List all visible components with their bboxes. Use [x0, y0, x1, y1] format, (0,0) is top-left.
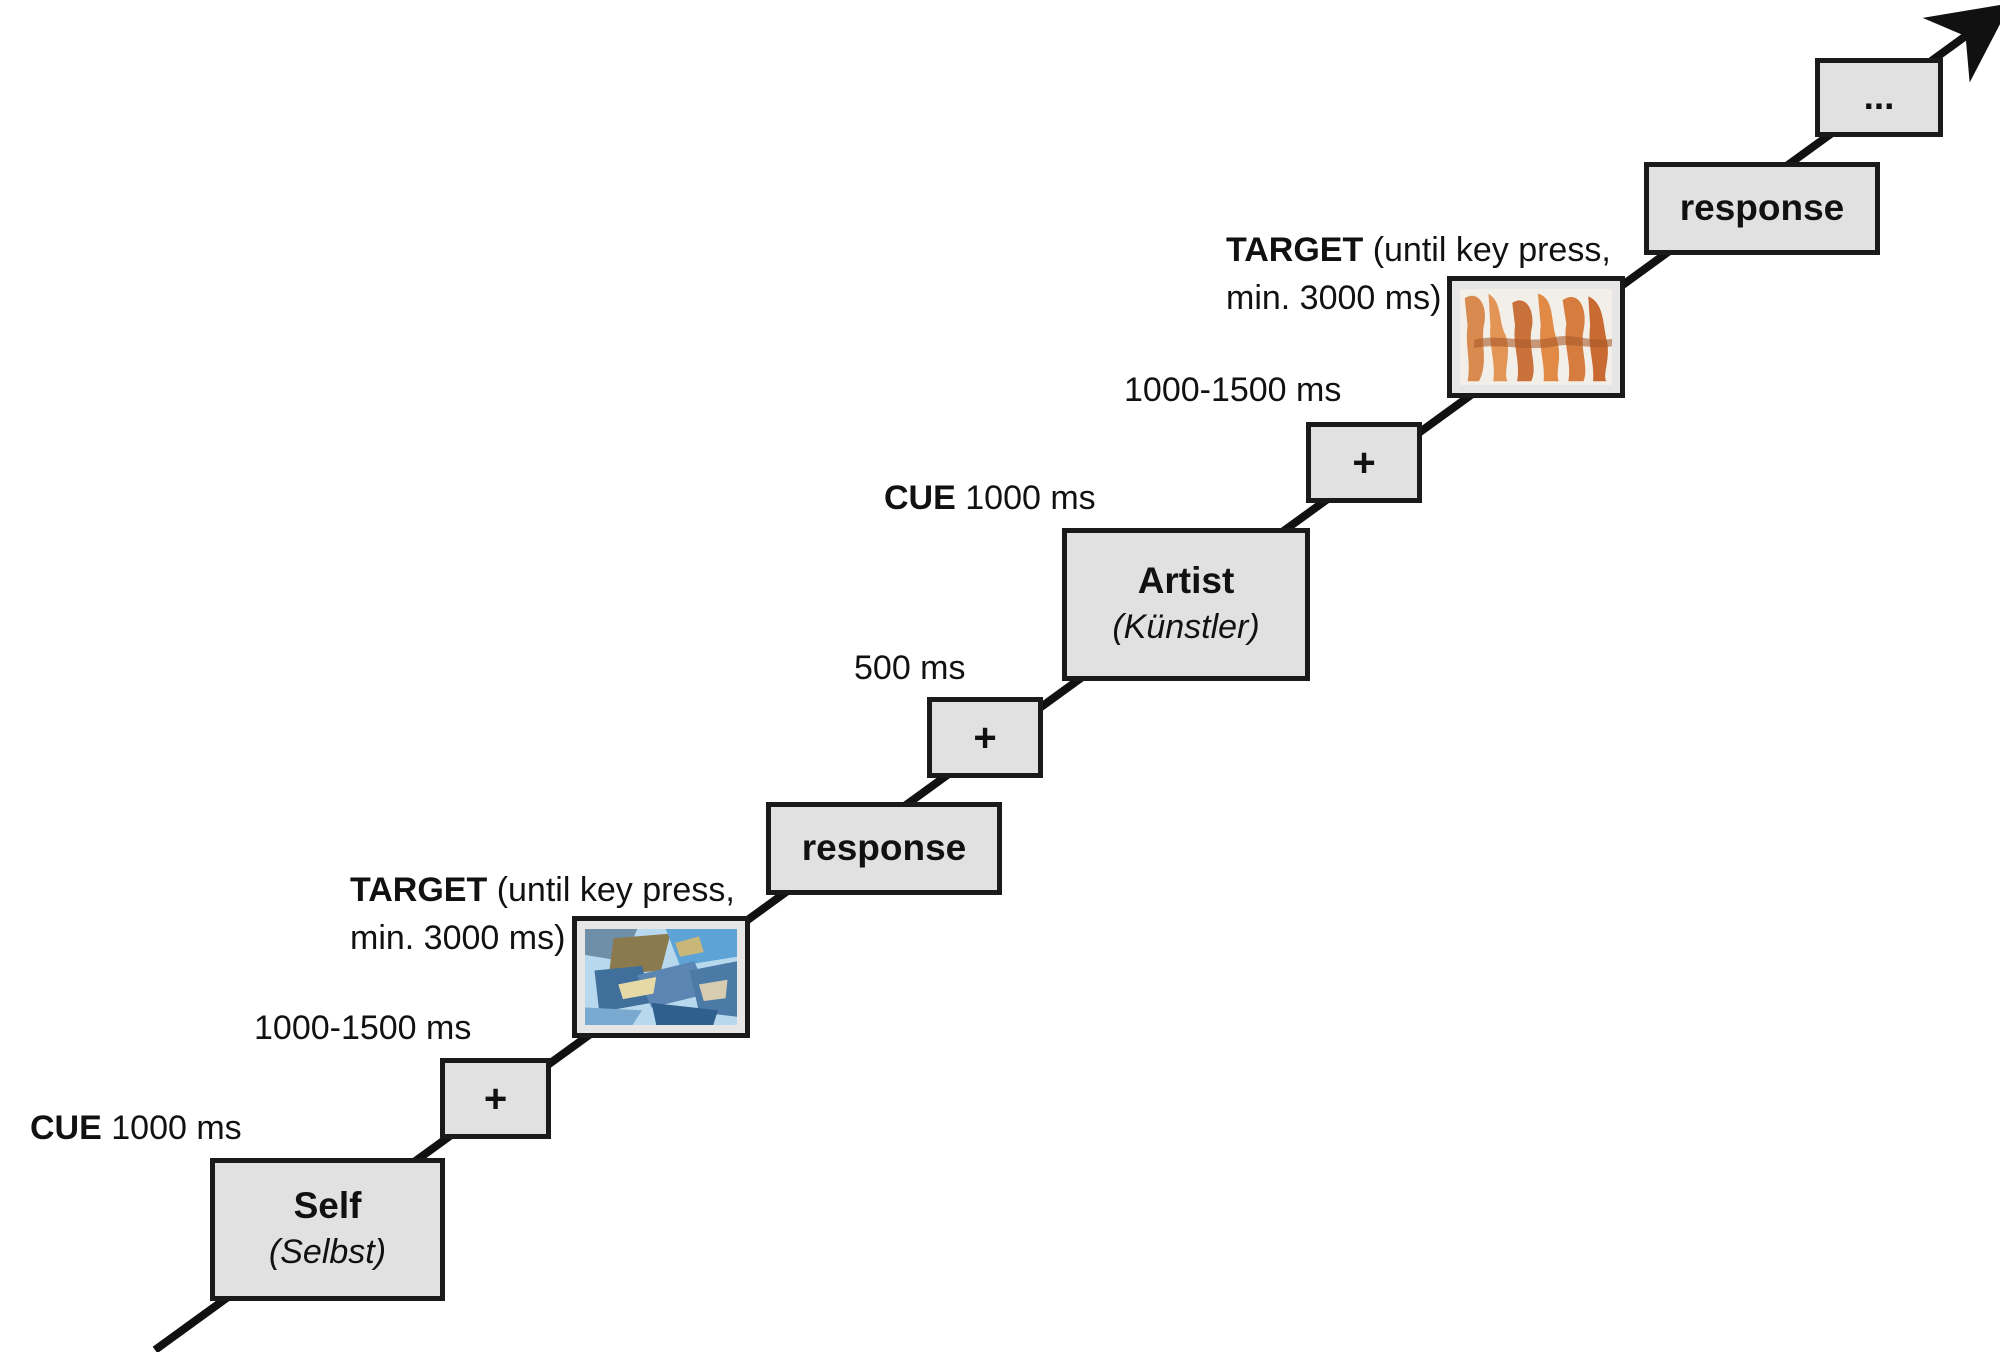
target-label-minimum: min. 3000 ms): [1226, 279, 1442, 317]
target-image-box: [572, 916, 750, 1038]
fixation-cross: +: [973, 715, 997, 760]
cue-label-duration: 1000 ms: [965, 479, 1096, 517]
fixation-box: +: [1306, 422, 1422, 503]
target-label-minimum: min. 3000 ms): [350, 919, 566, 957]
abstract-blue-collage-image: [585, 929, 737, 1025]
cue-timing-label: CUE 1000 ms: [884, 474, 1096, 522]
target-timing-label: TARGET (until key press, min. 3000 ms): [350, 866, 735, 962]
abstract-orange-figure-image: [1460, 289, 1612, 385]
fixation-duration: 1000-1500 ms: [254, 1009, 472, 1047]
cue-translation: (Selbst): [268, 1232, 387, 1271]
cue-box-artist: Artist (Künstler): [1062, 528, 1310, 681]
target-label-bold: TARGET: [350, 871, 488, 909]
cue-label-bold: CUE: [30, 1109, 102, 1147]
cue-word: Self: [293, 1185, 362, 1227]
target-label-bold: TARGET: [1226, 231, 1364, 269]
fixation-timing-label: 500 ms: [854, 644, 966, 692]
cue-label-bold: CUE: [884, 479, 956, 517]
cue-timing-label: CUE 1000 ms: [30, 1104, 242, 1152]
target-label-condition: (until key press,: [1372, 231, 1611, 269]
fixation-box: +: [927, 697, 1043, 778]
continuation-ellipsis: ...: [1863, 76, 1895, 118]
cue-box-self: Self (Selbst): [210, 1158, 445, 1301]
cue-word: Artist: [1137, 560, 1235, 602]
continuation-box: ...: [1815, 58, 1943, 137]
target-timing-label: TARGET (until key press, min. 3000 ms): [1226, 226, 1611, 322]
target-image-box: [1447, 276, 1625, 398]
fixation-timing-label: 1000-1500 ms: [1124, 366, 1341, 414]
fixation-cross: +: [483, 1076, 508, 1121]
fixation-duration: 1000-1500 ms: [1124, 371, 1342, 409]
response-box: response: [766, 802, 1002, 895]
cue-translation: (Künstler): [1112, 607, 1260, 646]
cue-label-duration: 1000 ms: [111, 1109, 242, 1147]
fixation-duration: 500 ms: [854, 649, 966, 687]
fixation-box: +: [440, 1058, 551, 1139]
response-box: response: [1644, 162, 1880, 255]
fixation-cross: +: [1352, 440, 1376, 485]
response-label: response: [801, 827, 967, 869]
response-label: response: [1679, 187, 1845, 229]
target-label-condition: (until key press,: [496, 871, 735, 909]
fixation-timing-label: 1000-1500 ms: [254, 1004, 471, 1052]
